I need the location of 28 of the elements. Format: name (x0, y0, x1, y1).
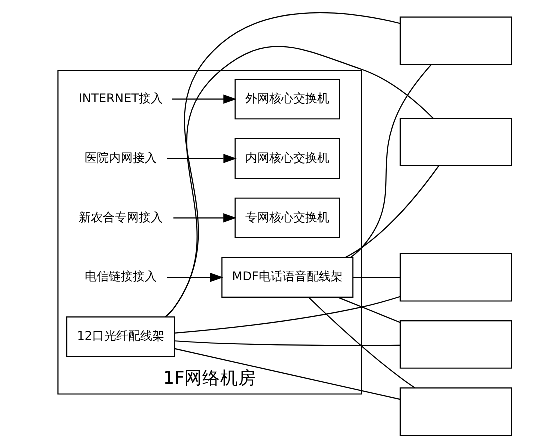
arrow (173, 214, 236, 223)
node-text: INTERNET接入 (78, 91, 162, 106)
arrow (166, 272, 224, 282)
connector (174, 348, 400, 400)
connector (174, 296, 400, 334)
node-box: 外网核心交换机 (234, 78, 340, 120)
arrow (166, 154, 236, 164)
node-text: 新农合专网接入 (78, 210, 162, 224)
node-box (399, 388, 512, 436)
connector (344, 166, 439, 258)
connector (352, 277, 400, 278)
node-box: 专网核心交换机 (234, 198, 340, 239)
connector (164, 12, 400, 318)
node-text: 医院内网接入 (84, 150, 156, 165)
node-box: MDF电话语音配线架 (221, 257, 354, 298)
connector (350, 64, 432, 258)
arrow (172, 94, 236, 104)
connector (337, 297, 400, 324)
connector (164, 46, 434, 318)
node-box (399, 253, 512, 302)
node-box: 12口光纤配线架 (66, 316, 175, 358)
node-text: 电信链接接入 (84, 270, 156, 284)
node-box (399, 118, 512, 166)
node-box (399, 320, 512, 369)
connector (308, 297, 415, 388)
node-box: 内网核心交换机 (234, 138, 340, 180)
node-box (399, 16, 512, 66)
connector (174, 340, 400, 346)
